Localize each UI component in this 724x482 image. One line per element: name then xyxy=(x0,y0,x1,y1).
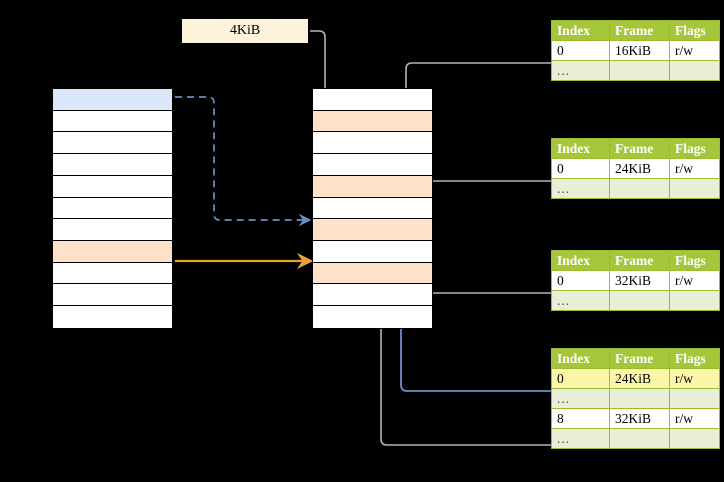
column-header-index: Index xyxy=(551,20,610,41)
virtual-page-row-4 xyxy=(53,175,172,198)
column-header-flags: Flags xyxy=(669,20,720,41)
cell-frame: 24KiB xyxy=(609,368,670,389)
column-header-flags: Flags xyxy=(669,138,720,159)
table-row: ... xyxy=(551,388,720,409)
virtual-page-row-9 xyxy=(53,284,172,307)
cell-frame: 32KiB xyxy=(609,408,670,429)
cell-index: ... xyxy=(551,60,610,81)
cell-index: ... xyxy=(551,178,610,199)
table-row: ... xyxy=(551,290,720,311)
cell-flags: r/w xyxy=(669,408,720,429)
cell-flags: r/w xyxy=(669,40,720,61)
column-header-frame: Frame xyxy=(609,250,670,271)
column-header-frame: Frame xyxy=(609,20,670,41)
physical-frame-row-9 xyxy=(313,284,432,307)
virtual-page-row-6 xyxy=(53,219,172,242)
cell-frame xyxy=(609,388,670,409)
virtual-page-row-1 xyxy=(53,110,172,133)
column-header-flags: Flags xyxy=(669,348,720,369)
physical-frame-row-8 xyxy=(313,262,432,285)
virtual-page-row-10 xyxy=(53,306,172,328)
cell-flags xyxy=(669,60,720,81)
cell-frame xyxy=(609,428,670,449)
cell-index: ... xyxy=(551,290,610,311)
cell-frame: 24KiB xyxy=(609,158,670,179)
virtual-page-row-5 xyxy=(53,197,172,220)
cell-index: 0 xyxy=(551,368,610,389)
wire-table3-to-frame xyxy=(414,259,551,294)
cell-frame xyxy=(609,290,670,311)
cell-flags xyxy=(669,388,720,409)
cell-flags xyxy=(669,290,720,311)
column-header-index: Index xyxy=(551,348,610,369)
cell-frame: 16KiB xyxy=(609,40,670,61)
physical-frame-row-4 xyxy=(313,175,432,198)
frame-size-label-text: 4KiB xyxy=(229,23,261,38)
cell-frame xyxy=(609,60,670,81)
physical-frame-row-6 xyxy=(313,219,432,242)
table-row: ... xyxy=(551,178,720,199)
wire-table2-to-frame xyxy=(414,180,551,221)
cell-flags xyxy=(669,428,720,449)
column-header-index: Index xyxy=(551,138,610,159)
table-row: ... xyxy=(551,428,720,449)
physical-memory-column xyxy=(312,88,433,329)
cell-flags xyxy=(669,178,720,199)
column-header-flags: Flags xyxy=(669,250,720,271)
cell-flags: r/w xyxy=(669,270,720,291)
cell-index: ... xyxy=(551,388,610,409)
virtual-page-row-2 xyxy=(53,132,172,155)
table-row: ... xyxy=(551,60,720,81)
virtual-page-row-7 xyxy=(53,241,172,263)
physical-frame-row-7 xyxy=(313,241,432,263)
cell-index: 0 xyxy=(551,40,610,61)
cell-index: 0 xyxy=(551,270,610,291)
wire-blue-page-to-frame xyxy=(175,96,312,227)
cell-frame xyxy=(609,178,670,199)
virtual-page-row-3 xyxy=(53,154,172,176)
frame-size-label: 4KiB xyxy=(182,19,308,43)
cell-index: 8 xyxy=(551,408,610,429)
virtual-address-space-column xyxy=(52,88,173,329)
physical-frame-row-1 xyxy=(313,110,432,133)
virtual-page-row-8 xyxy=(53,262,172,285)
physical-frame-row-5 xyxy=(313,197,432,220)
virtual-page-row-0 xyxy=(53,89,172,111)
column-header-frame: Frame xyxy=(609,138,670,159)
cell-flags: r/w xyxy=(669,158,720,179)
physical-frame-row-2 xyxy=(313,132,432,155)
physical-frame-row-0 xyxy=(313,89,432,111)
physical-frame-row-3 xyxy=(313,154,432,176)
cell-frame: 32KiB xyxy=(609,270,670,291)
cell-index: 0 xyxy=(551,158,610,179)
column-header-index: Index xyxy=(551,250,610,271)
cell-index: ... xyxy=(551,428,610,449)
physical-frame-row-10 xyxy=(313,306,432,328)
cell-flags: r/w xyxy=(669,368,720,389)
column-header-frame: Frame xyxy=(609,348,670,369)
